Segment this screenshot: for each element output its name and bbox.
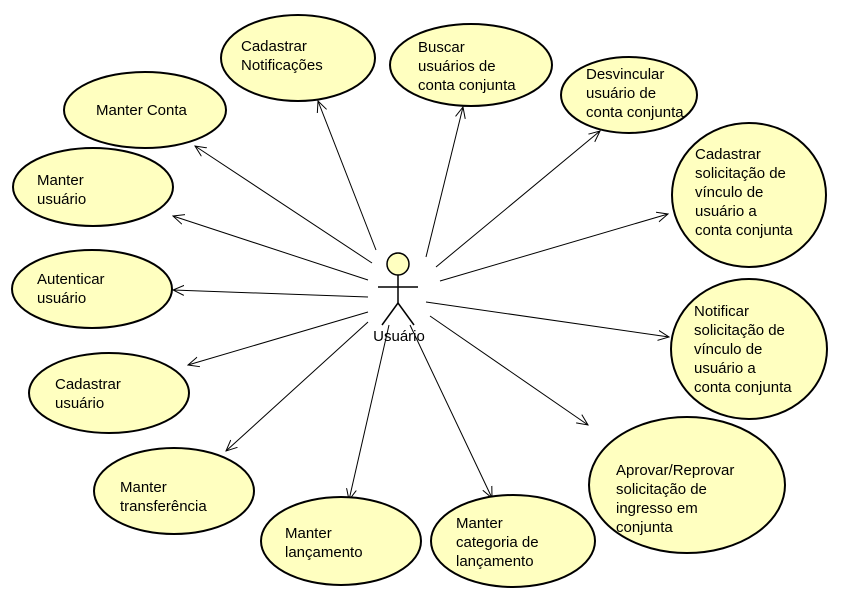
actor-figure bbox=[378, 252, 418, 326]
use-case-desvincular-usuario bbox=[560, 56, 698, 134]
use-case-label-buscar-usuarios: Buscar usuários de conta conjunta bbox=[418, 39, 516, 94]
use-case-label-cadastrar-solicitacao-vinculo: Cadastrar solicitação de vínculo de usuá… bbox=[695, 146, 793, 239]
use-case-cadastrar-solicitacao-vinculo bbox=[671, 122, 827, 268]
association-arrow-manter-transferencia bbox=[226, 321, 369, 451]
use-case-label-manter-lancamento: Manter lançamento bbox=[285, 525, 363, 561]
use-case-label-autenticar-usuario: Autenticar usuário bbox=[37, 271, 105, 307]
association-arrow-cadastrar-solicitacao-vinculo bbox=[439, 214, 668, 282]
association-arrow-autenticar-usuario bbox=[173, 290, 369, 298]
use-case-manter-conta bbox=[63, 71, 227, 149]
use-case-label-desvincular-usuario: Desvincular usuário de conta conjunta bbox=[586, 66, 684, 121]
actor-head bbox=[386, 252, 410, 276]
use-case-label-aprovar-reprovar: Aprovar/Reprovar solicitação de ingresso… bbox=[616, 462, 735, 536]
use-case-autenticar-usuario bbox=[11, 249, 173, 329]
use-case-manter-transferencia bbox=[93, 447, 255, 535]
use-case-manter-usuario bbox=[12, 147, 174, 227]
use-case-label-manter-transferencia: Manter transferência bbox=[120, 479, 207, 515]
association-arrow-cadastrar-notificacoes bbox=[318, 101, 377, 251]
association-arrow-cadastrar-usuario bbox=[188, 311, 369, 365]
use-case-ellipses bbox=[11, 14, 828, 588]
use-case-label-notificar-solicitacao-vinculo: Notificar solicitação de vínculo de usuá… bbox=[694, 303, 792, 396]
association-arrow-manter-conta bbox=[195, 146, 373, 264]
use-case-notificar-solicitacao-vinculo bbox=[670, 278, 828, 420]
use-case-manter-lancamento bbox=[260, 496, 422, 586]
use-case-label-cadastrar-notificacoes: Cadastrar Notificações bbox=[241, 38, 323, 74]
actor-left-leg bbox=[381, 302, 399, 326]
use-case-cadastrar-usuario bbox=[28, 352, 190, 434]
use-case-label-manter-categoria-lancamento: Manter categoria de lançamento bbox=[456, 515, 539, 570]
association-arrow-manter-lancamento bbox=[349, 324, 390, 500]
use-case-cadastrar-notificacoes bbox=[220, 14, 376, 102]
use-case-buscar-usuarios bbox=[389, 23, 553, 107]
use-case-label-cadastrar-usuario: Cadastrar usuário bbox=[55, 376, 121, 412]
use-case-aprovar-reprovar bbox=[588, 416, 786, 554]
association-arrow-buscar-usuarios bbox=[425, 107, 463, 258]
use-case-manter-categoria-lancamento bbox=[430, 494, 596, 588]
use-case-label-manter-conta: Manter Conta bbox=[96, 102, 187, 119]
association-arrow-manter-categoria-lancamento bbox=[409, 324, 492, 498]
association-arrow-aprovar-reprovar bbox=[429, 315, 588, 425]
association-arrow-manter-usuario bbox=[173, 216, 369, 281]
actor-right-leg bbox=[397, 302, 415, 326]
association-arrow-desvincular-usuario bbox=[435, 131, 600, 268]
association-arrow-notificar-solicitacao-vinculo bbox=[425, 301, 669, 337]
associations bbox=[173, 101, 669, 500]
use-case-label-manter-usuario: Manter usuário bbox=[37, 172, 87, 208]
actor-label: Usuário bbox=[373, 328, 425, 345]
